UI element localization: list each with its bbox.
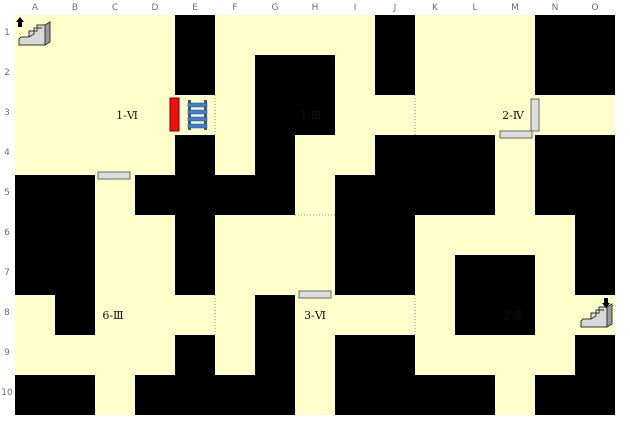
column-label: C xyxy=(112,3,118,13)
door xyxy=(298,290,332,299)
floor-tile xyxy=(175,295,215,335)
row-label: 4 xyxy=(4,148,10,158)
stairs-edge xyxy=(590,309,604,320)
red-door-icon xyxy=(169,97,180,132)
room-label: 3-Ⅵ xyxy=(304,309,326,322)
row-label: 9 xyxy=(4,348,10,358)
row-label: 7 xyxy=(4,268,10,278)
stairs-up-icon xyxy=(16,17,51,46)
row-label: 2 xyxy=(4,68,10,78)
floor-tile xyxy=(215,55,255,175)
row-label: 5 xyxy=(4,188,10,198)
column-label: H xyxy=(312,3,319,13)
doors xyxy=(97,98,540,299)
column-label: B xyxy=(72,3,78,13)
floor-tile xyxy=(215,295,255,375)
column-label: G xyxy=(272,3,279,13)
ladder-rung xyxy=(187,123,208,129)
stairs-side xyxy=(44,21,51,46)
floor-tile xyxy=(415,255,455,375)
floor-tile xyxy=(415,215,575,255)
column-labels: A B C D E F G H I J K L M N O xyxy=(32,3,599,13)
column-label: J xyxy=(393,3,397,13)
column-label: E xyxy=(192,3,198,13)
room-labels: 1-Ⅵ 1-Ⅲ 2-Ⅳ 6-Ⅲ 3-Ⅵ 2-Ⅱ xyxy=(102,109,525,322)
room-label: 2-Ⅳ xyxy=(502,109,525,122)
floor-tile xyxy=(415,15,535,135)
floor-tile xyxy=(295,295,415,335)
door xyxy=(530,98,540,132)
ladder-rung xyxy=(187,102,208,108)
floor-tile xyxy=(335,55,375,135)
floor-tile xyxy=(15,295,55,375)
room-label: 1-Ⅵ xyxy=(116,109,138,122)
room-label: 1-Ⅲ xyxy=(300,109,321,122)
column-label: N xyxy=(552,3,559,13)
arrow-down-icon xyxy=(602,298,610,308)
ladder-rung xyxy=(187,109,208,115)
column-label: F xyxy=(232,3,237,13)
column-label: M xyxy=(511,3,519,13)
ladder-rail xyxy=(188,100,191,130)
map-icons xyxy=(16,17,613,328)
row-label: 10 xyxy=(1,388,13,398)
floor-tile xyxy=(175,95,215,135)
column-label: D xyxy=(152,3,159,13)
column-label: A xyxy=(32,3,39,13)
floor-tile xyxy=(495,375,535,415)
floor-tile xyxy=(95,175,135,415)
floor-tile xyxy=(295,135,375,175)
column-label: L xyxy=(472,3,477,13)
floor-tile xyxy=(295,335,335,415)
floor-tile xyxy=(535,95,615,135)
row-label: 6 xyxy=(4,228,10,238)
floor-tile xyxy=(215,15,375,55)
floor-tile xyxy=(375,95,415,135)
room-seams xyxy=(214,95,416,335)
floor-tiles xyxy=(15,15,615,415)
ladder-rail xyxy=(204,100,207,130)
row-label: 1 xyxy=(4,28,10,38)
row-label: 3 xyxy=(4,108,10,118)
room-label: 6-Ⅲ xyxy=(102,309,123,322)
arrow-up-icon xyxy=(16,17,24,27)
row-label: 8 xyxy=(4,308,10,318)
stairs-side xyxy=(606,303,613,328)
column-label: K xyxy=(432,3,439,13)
room-label: 2-Ⅱ xyxy=(504,309,522,322)
column-label: O xyxy=(591,3,598,13)
door xyxy=(97,171,131,180)
floor-tile xyxy=(215,215,335,295)
floor-tile xyxy=(135,215,175,375)
ladder-icon xyxy=(187,100,208,130)
row-labels: 1 2 3 4 5 6 7 8 9 10 xyxy=(1,28,13,398)
floor-tile xyxy=(455,335,535,375)
column-label: I xyxy=(354,3,357,13)
floor-tile xyxy=(495,135,535,215)
floor-tile xyxy=(295,175,335,215)
ladder-rung xyxy=(187,116,208,122)
stairs-edge xyxy=(28,27,42,38)
door xyxy=(499,130,533,139)
stairs-down-icon xyxy=(580,298,613,328)
floor-tile xyxy=(535,255,575,375)
floor-tile xyxy=(55,335,95,375)
